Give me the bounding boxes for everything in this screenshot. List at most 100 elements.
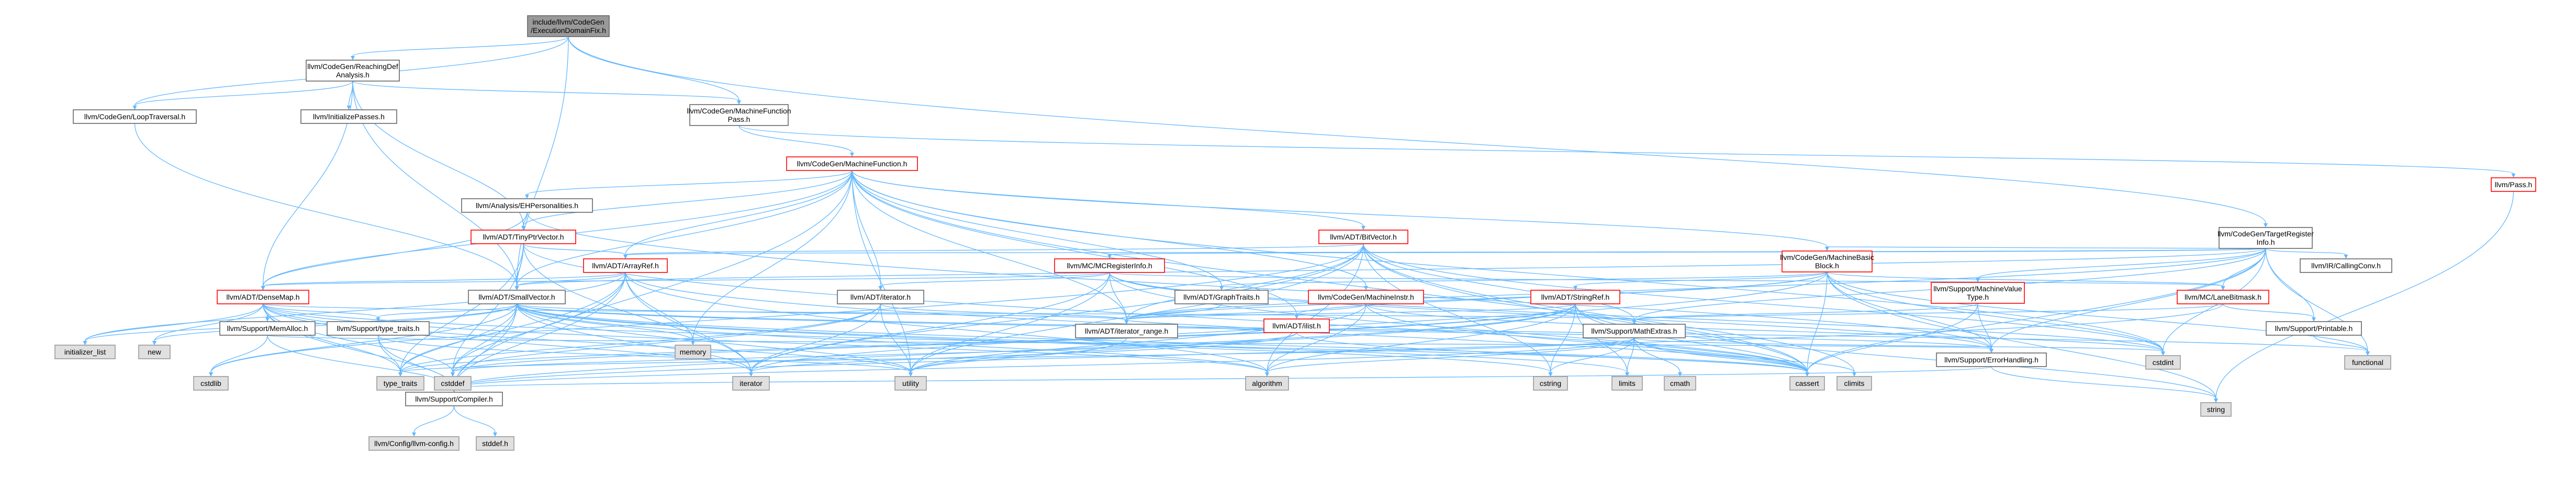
edge-tri-to-mvt (1976, 248, 2266, 282)
edge-errhandling-to-compiler (452, 366, 1992, 392)
edge-mbb-to-graphtraits (1219, 271, 1828, 290)
node-arrayref[interactable]: llvm/ADT/ArrayRef.h (583, 258, 668, 273)
node-label: llvm/MC/MCRegisterInfo.h (1067, 261, 1152, 270)
node-label: llvm/ADT/ArrayRef.h (592, 261, 659, 270)
node-bitvector[interactable]: llvm/ADT/BitVector.h (1318, 230, 1408, 244)
node-ilist[interactable]: llvm/ADT/ilist.h (1263, 318, 1330, 333)
edge-smallvector-to-memory (516, 303, 695, 345)
node-tinyptr[interactable]: llvm/ADT/TinyPtrVector.h (471, 230, 576, 244)
node-box (689, 104, 789, 126)
node-box (675, 345, 711, 359)
node-box (2177, 290, 2269, 304)
node-box (405, 392, 503, 406)
node-label: utility (902, 379, 919, 388)
edge-root-to-mfpass (568, 36, 741, 105)
node-label: algorithm (1252, 379, 1282, 388)
edge-compiler-to-stddef (453, 405, 497, 437)
node-smallvector[interactable]: llvm/ADT/SmallVector.h (468, 290, 566, 304)
node-label: llvm/CodeGen/MachineFunction (687, 107, 791, 115)
node-string: string (2200, 402, 2232, 417)
node-memalloc[interactable]: llvm/Support/MemAlloc.h (219, 321, 316, 336)
node-label: llvm/Analysis/EHPersonalities.h (476, 201, 578, 210)
edge-ehpers-to-tinyptr (521, 212, 528, 230)
node-stringref[interactable]: llvm/ADT/StringRef.h (1530, 290, 1620, 304)
node-box (527, 15, 610, 37)
node-box (217, 290, 309, 304)
edge-memalloc-to-errhandling (267, 335, 1993, 353)
node-iterrange[interactable]: llvm/ADT/iterator_range.h (1075, 324, 1178, 338)
node-box (461, 198, 593, 213)
node-box (1836, 376, 1872, 391)
node-initpasses[interactable]: llvm/InitializePasses.h (300, 109, 397, 124)
edge-arrayref-to-smallvector (514, 272, 626, 290)
node-box (2300, 258, 2392, 273)
edge-tri-to-arrayref (623, 248, 2266, 259)
edge-mbb-to-lanebitmask (1827, 271, 2225, 290)
node-cstddef: cstddef (434, 376, 472, 391)
node-label: llvm/CodeGen/MachineInstr.h (1318, 293, 1414, 301)
node-errhandling[interactable]: llvm/Support/ErrorHandling.h (1936, 352, 2047, 367)
node-mcreginfo[interactable]: llvm/MC/MCRegisterInfo.h (1054, 258, 1165, 273)
edge-mathextras-to-cassert (1633, 337, 1809, 377)
node-box (2344, 355, 2391, 370)
node-label: Analysis.h (336, 71, 369, 79)
node-box (54, 345, 116, 359)
node-label: llvm/ADT/DenseMap.h (226, 293, 299, 301)
node-label: llvm/CodeGen/TargetRegister (2217, 230, 2314, 238)
node-box (193, 376, 229, 391)
node-label: llvm/ADT/SmallVector.h (478, 293, 555, 301)
edge-errhandling-to-string (1991, 366, 2218, 403)
node-label: llvm/CodeGen/MachineBasic (1780, 253, 1874, 261)
node-box (1263, 318, 1330, 333)
node-box (1245, 376, 1289, 391)
node-box (732, 376, 770, 391)
node-compiler[interactable]: llvm/Support/Compiler.h (405, 392, 503, 406)
edge-memalloc-to-cstdlib (209, 335, 268, 377)
edge-mf-to-bitvector (852, 170, 1365, 230)
node-box (1782, 250, 1873, 272)
node-lanebitmask[interactable]: llvm/MC/LaneBitmask.h (2177, 290, 2269, 304)
edge-reachdef-to-mfpass (352, 81, 741, 105)
edge-mfpass-to-pass (738, 125, 2516, 178)
node-label: cstdint (2153, 358, 2174, 367)
node-looptrav[interactable]: llvm/CodeGen/LoopTraversal.h (73, 109, 197, 124)
node-pass[interactable]: llvm/Pass.h (2491, 177, 2536, 192)
node-box (1931, 282, 2025, 304)
node-box (306, 60, 400, 82)
node-printable[interactable]: llvm/Support/Printable.h (2266, 321, 2362, 336)
node-mathextras[interactable]: llvm/Support/MathExtras.h (1583, 324, 1686, 338)
node-iterator[interactable]: llvm/ADT/iterator.h (837, 290, 924, 304)
node-root[interactable]: include/llvm/CodeGen/ExecutionDomainFix.… (527, 15, 610, 37)
node-box (1308, 290, 1424, 304)
node-label: cassert (1795, 379, 1819, 388)
node-box (1530, 290, 1620, 304)
edges-layer (83, 36, 2516, 437)
edge-tri-to-callingconv (2265, 248, 2348, 259)
node-typetraits-llvm[interactable]: llvm/Support/type_traits.h (327, 321, 430, 336)
node-label: string (2207, 405, 2225, 414)
node-mf[interactable]: llvm/CodeGen/MachineFunction.h (786, 156, 918, 171)
node-box (583, 258, 668, 273)
edge-mvt-to-errhandling (1977, 303, 1993, 353)
node-box (376, 376, 424, 391)
node-densemap[interactable]: llvm/ADT/DenseMap.h (217, 290, 309, 304)
node-ehpers[interactable]: llvm/Analysis/EHPersonalities.h (461, 198, 593, 213)
node-label: llvm/Pass.h (2495, 180, 2533, 189)
node-machineinstr[interactable]: llvm/CodeGen/MachineInstr.h (1308, 290, 1424, 304)
node-label: cmath (1670, 379, 1690, 388)
node-label: climits (1844, 379, 1865, 388)
node-label: functional (2352, 358, 2383, 367)
edge-ehpers-to-errhandling (527, 212, 1993, 353)
node-graphtraits[interactable]: llvm/ADT/GraphTraits.h (1174, 290, 1269, 304)
node-label: cstdlib (200, 379, 221, 388)
node-cstring: cstring (1533, 376, 1568, 391)
edge-tinyptr-to-arrayref (523, 243, 628, 259)
node-callingconv[interactable]: llvm/IR/CallingConv.h (2300, 258, 2392, 273)
node-box (476, 436, 514, 451)
node-box (1318, 230, 1408, 244)
